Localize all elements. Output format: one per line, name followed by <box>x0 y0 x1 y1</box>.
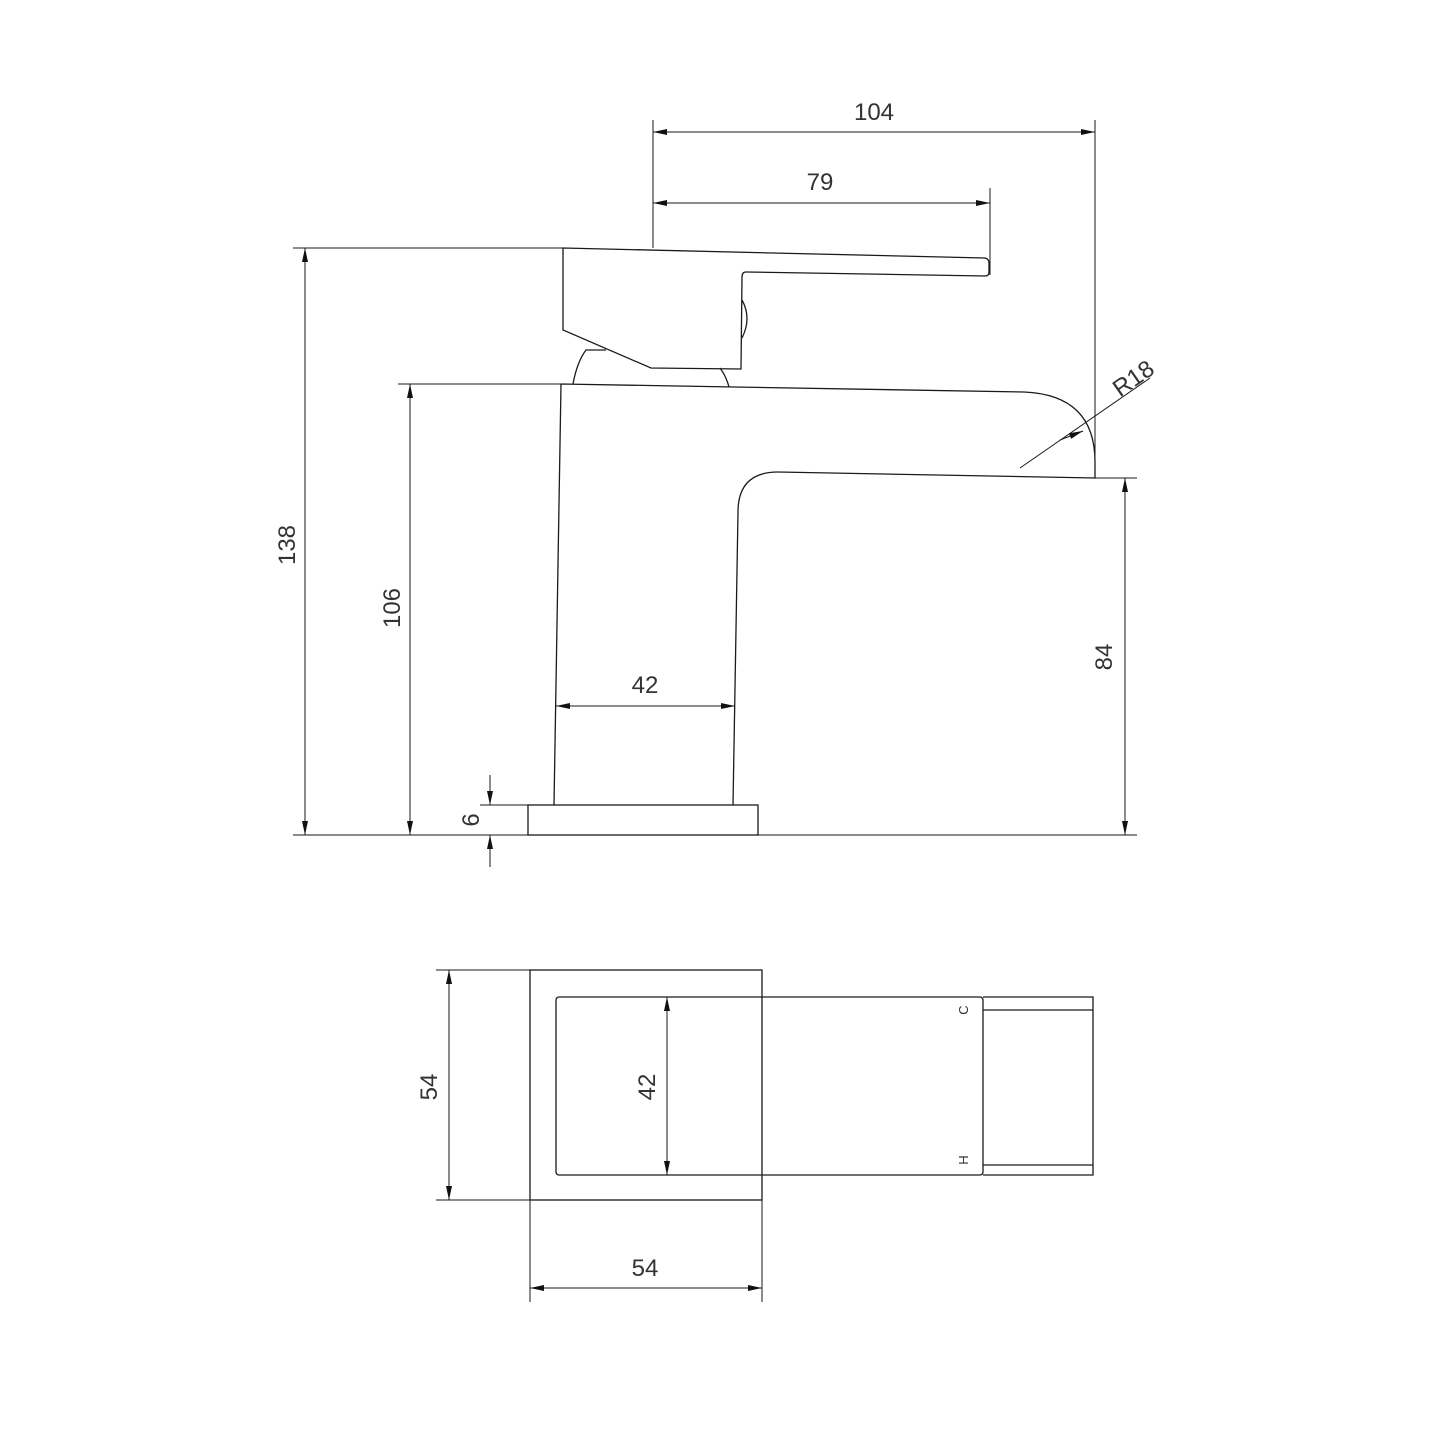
dim-54-depth: 54 <box>416 1074 443 1101</box>
base-outline <box>529 969 763 1201</box>
hot-label: H <box>956 1155 971 1164</box>
radius-leader <box>1019 377 1151 469</box>
body-outline <box>555 996 984 1176</box>
dim-106: 106 <box>379 588 406 628</box>
dim-84: 84 <box>1091 644 1118 671</box>
spout-outline <box>983 996 1094 1176</box>
cold-label: C <box>956 1005 971 1014</box>
cartridge-dome <box>572 349 730 388</box>
dim-138: 138 <box>274 525 301 565</box>
tap-body <box>553 383 1096 806</box>
handle-button <box>741 299 748 339</box>
dim-6: 6 <box>458 813 485 826</box>
lever-handle <box>562 247 990 370</box>
base-plate <box>527 804 759 836</box>
dim-42-side: 42 <box>632 672 659 699</box>
side-view: 104 79 138 106 84 42 6 R18 <box>274 99 1159 867</box>
dim-42-plan: 42 <box>634 1074 661 1101</box>
dim-79: 79 <box>807 169 834 196</box>
dim-104: 104 <box>854 99 894 126</box>
dim-54-width: 54 <box>632 1255 659 1282</box>
plan-view: 54 42 54 C H <box>416 969 1094 1302</box>
dim-r18: R18 <box>1108 355 1160 402</box>
